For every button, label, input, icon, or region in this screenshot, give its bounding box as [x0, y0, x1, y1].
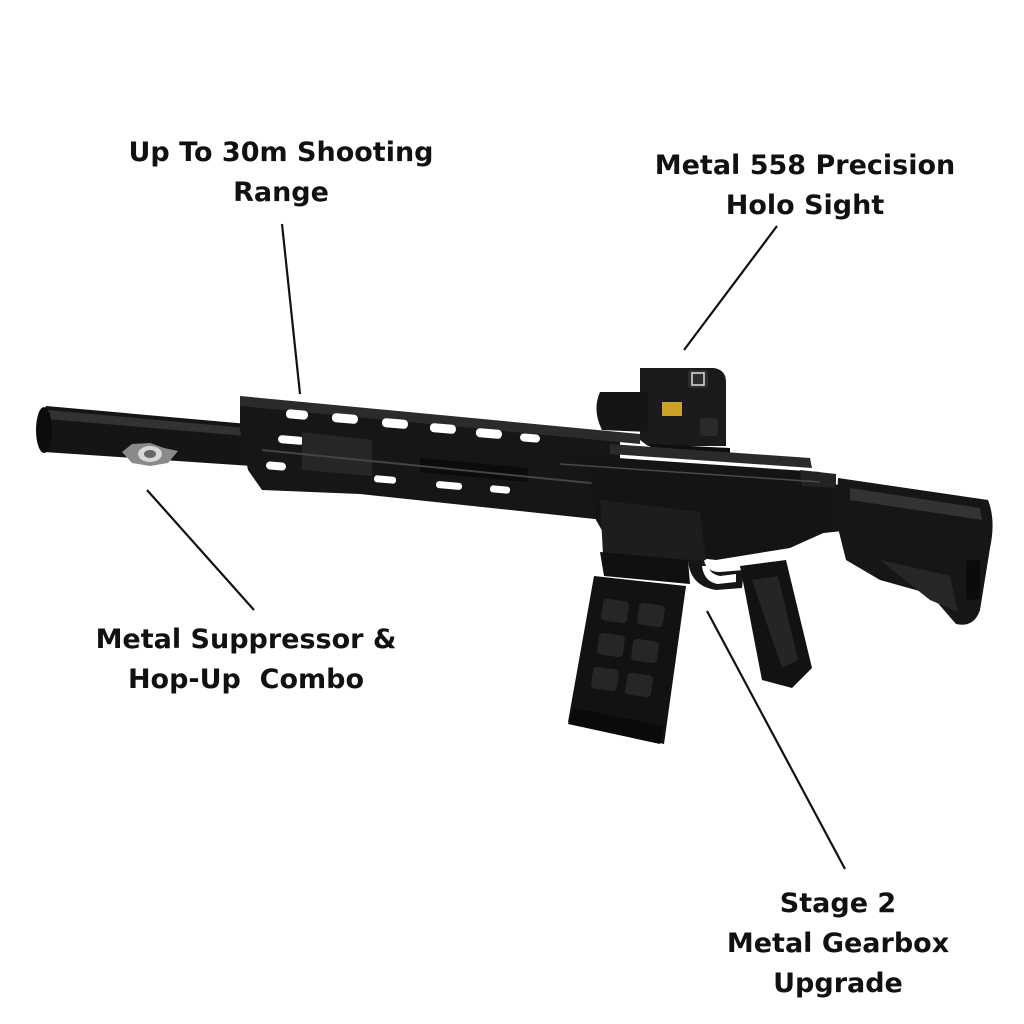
leader-line-range: [280, 223, 302, 395]
callout-holo-sight: Metal 558 Precision Holo Sight: [648, 146, 962, 226]
callout-range-line-2: Range: [233, 177, 329, 208]
receiver: [560, 444, 830, 590]
leader-lines: [146, 223, 846, 870]
suppressor: [36, 406, 255, 466]
stock: [812, 478, 993, 625]
sight-lens: [662, 402, 682, 416]
magazine: [568, 576, 686, 744]
callout-suppressor-line-2: Hop-Up Combo: [127, 664, 365, 695]
holo-sight: [596, 368, 730, 460]
callout-suppressor-line-1: Metal Suppressor &: [95, 624, 397, 655]
callout-suppressor: Metal Suppressor & Hop-Up Combo: [90, 620, 402, 700]
callout-gearbox-line-2: Metal Gearbox: [726, 928, 950, 959]
callout-gearbox-line-1: Stage 2: [779, 888, 897, 919]
pistol-grip: [740, 560, 812, 688]
leader-line-suppressor: [146, 489, 255, 611]
handguard: [240, 396, 640, 520]
callout-range-line-1: Up To 30m Shooting: [128, 137, 434, 168]
callout-sight-line-1: Metal 558 Precision: [654, 150, 956, 181]
charging-handle: [800, 470, 836, 488]
callout-gearbox: Stage 2 Metal Gearbox Upgrade: [716, 884, 960, 1004]
leader-line-sight: [683, 225, 778, 351]
suppressor-emblem-icon: [122, 443, 178, 466]
callout-sight-line-2: Holo Sight: [725, 190, 885, 221]
callout-shooting-range: Up To 30m Shooting Range: [120, 133, 442, 213]
callout-gearbox-line-3: Upgrade: [773, 968, 903, 999]
leader-line-gearbox: [706, 610, 846, 870]
